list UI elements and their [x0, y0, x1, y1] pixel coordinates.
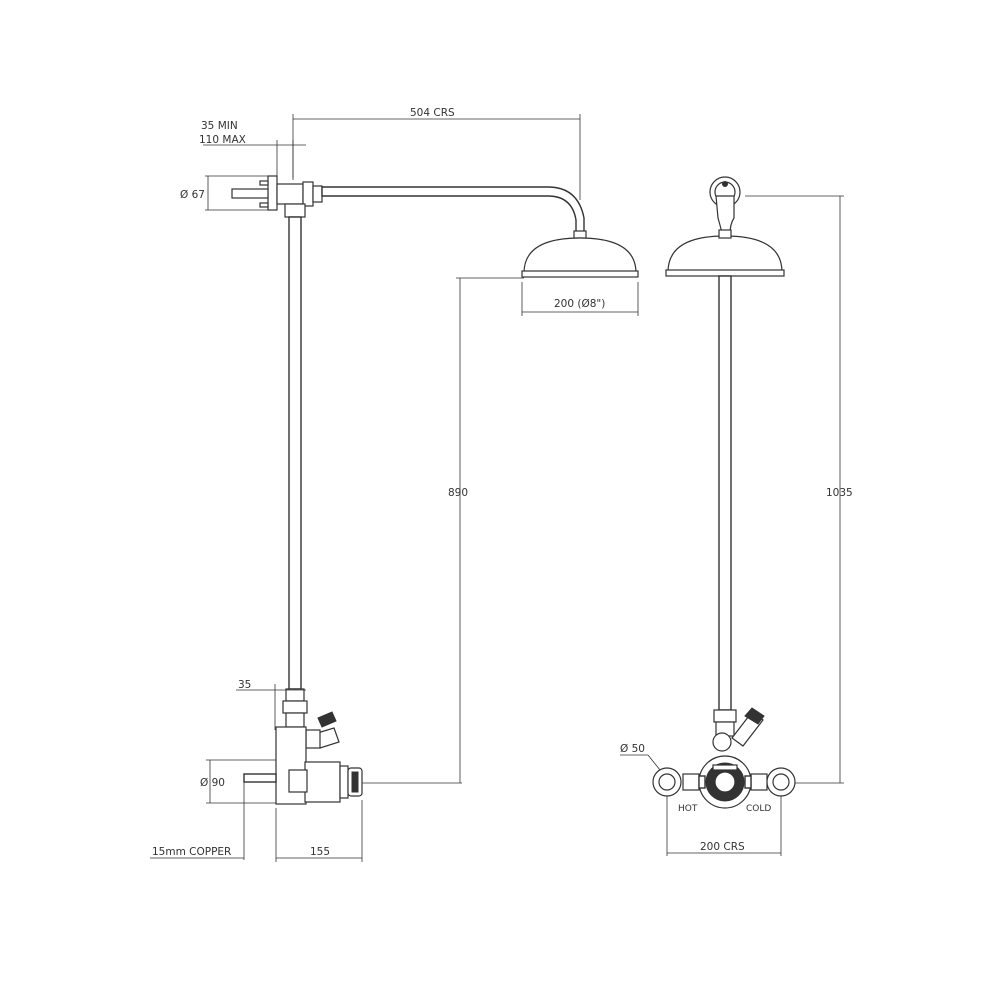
label-hot: HOT [678, 804, 698, 814]
riser-pipe [288, 216, 302, 690]
label-head-200: 200 (Ø8") [554, 298, 605, 310]
valve-control-hub [714, 771, 736, 793]
label-15mm-copper: 15mm COPPER [152, 846, 231, 858]
tee-body [276, 183, 304, 205]
riser-nut-front [713, 709, 737, 723]
label-504-crs: 504 CRS [410, 107, 455, 119]
label-dia-50: Ø 50 [620, 743, 645, 755]
lever-tip-front [744, 707, 765, 725]
cold-elbow-inner [772, 773, 790, 791]
label-200-crs: 200 CRS [700, 841, 745, 853]
riser-pipe-front [718, 275, 732, 711]
wall-flange [267, 175, 278, 211]
shower-head-dome [523, 237, 637, 274]
diverter-body-side [305, 729, 321, 749]
bracket-arm [715, 195, 735, 235]
label-cold: COLD [746, 804, 771, 814]
hot-elbow-inner [658, 773, 676, 791]
riser-union [285, 712, 305, 728]
hot-inlet-stub [698, 775, 706, 789]
label-35-min: 35 MIN [201, 120, 238, 132]
side-view [231, 175, 639, 805]
hot-inlet-nut [682, 773, 700, 791]
riser-sleeve [285, 688, 305, 702]
shower-head-front-rim [665, 269, 785, 277]
valve-cartridge-side [304, 761, 341, 803]
lever-top [317, 711, 337, 728]
front-view [652, 176, 796, 809]
shower-arm [321, 186, 585, 234]
label-dia-90: Ø 90 [200, 777, 225, 789]
tee-lower-nut [284, 203, 306, 218]
label-155: 155 [310, 846, 330, 858]
cold-inlet-stub [744, 775, 752, 789]
tee-nut [302, 181, 314, 207]
valve-handle-grip [351, 771, 359, 793]
cold-inlet-nut [750, 773, 768, 791]
valve-handle-base [339, 765, 349, 799]
tee-union [312, 185, 323, 203]
label-110-max: 110 MAX [199, 134, 246, 146]
riser-nut [282, 700, 308, 714]
shower-head-front-dome [667, 235, 783, 273]
label-35: 35 [238, 679, 251, 691]
label-1035: 1035 [826, 487, 853, 499]
flange-clip-top [259, 180, 269, 186]
label-dia-67: Ø 67 [180, 189, 205, 201]
shower-head-rim [521, 270, 639, 278]
dimensions: 35 MIN 110 MAX 504 CRS Ø 67 200 (Ø8") 89… [150, 107, 853, 862]
bracket-screw [722, 181, 728, 187]
inlet-pipe [243, 773, 277, 783]
diverter-boss [712, 732, 732, 752]
head-connector [718, 229, 732, 239]
arm-nut [573, 230, 587, 239]
label-890: 890 [448, 487, 468, 499]
wall-pin [231, 188, 269, 199]
dial-marker [712, 764, 738, 771]
flange-clip-bottom [259, 202, 269, 208]
valve-inlet-nut [288, 769, 308, 793]
